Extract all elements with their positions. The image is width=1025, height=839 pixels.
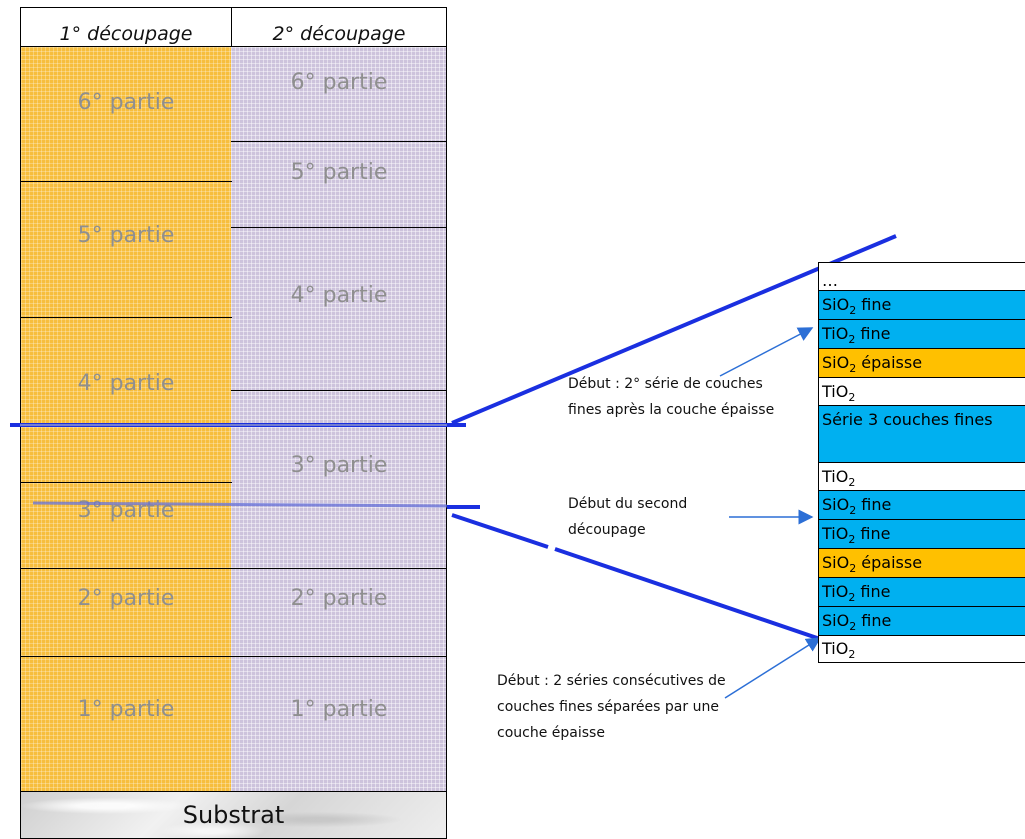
- layer-tio2-fine: TiO2 fine: [819, 520, 1025, 549]
- col1-part-1: 1° partie: [77, 697, 175, 722]
- layer-tio2: TiO2: [819, 378, 1025, 406]
- col2-divider: [231, 656, 447, 657]
- col2-divider: [231, 227, 447, 228]
- col1-part-4: 4° partie: [77, 371, 175, 396]
- layer-tio2-fine: TiO2 fine: [819, 578, 1025, 607]
- col2-part-6: 6° partie: [290, 70, 388, 95]
- col1-divider: [20, 181, 232, 182]
- col2-body: [231, 47, 447, 791]
- col2-header: 2° découpage: [231, 7, 447, 47]
- layer-sio2-fine: SiO2 fine: [819, 607, 1025, 636]
- layer-ellipsis: …: [819, 263, 1025, 291]
- expansion-line-lower-a: [451, 513, 549, 549]
- layer-serie-3-couches: Série 3 couches fines: [819, 406, 1025, 463]
- layer-tio2-fine: TiO2 fine: [819, 320, 1025, 349]
- col1-divider: [20, 482, 232, 483]
- col1-divider: [20, 568, 232, 569]
- col1-part-6: 6° partie: [77, 90, 175, 115]
- cut-line-middle: [32, 501, 448, 508]
- col2-divider: [231, 141, 447, 142]
- layer-tio2: TiO2: [819, 463, 1025, 491]
- arrow-bottom: [724, 637, 822, 699]
- col2-divider: [231, 390, 447, 391]
- substrat-label: Substrat: [182, 801, 285, 829]
- layer-sio2-epaisse: SiO2 épaisse: [819, 349, 1025, 378]
- layer-sio2-fine: SiO2 fine: [819, 491, 1025, 520]
- col2-part-1: 1° partie: [290, 697, 388, 722]
- layer-tio2: TiO2: [819, 636, 1025, 663]
- layer-stack: … SiO2 fine TiO2 fine SiO2 épaisse TiO2 …: [818, 262, 1025, 663]
- col1-header: 1° découpage: [20, 7, 232, 47]
- substrat-block: Substrat: [20, 791, 447, 839]
- col1-part-5: 5° partie: [77, 223, 175, 248]
- annotation-middle: Début du second découpage: [568, 496, 688, 538]
- col2-part-4: 4° partie: [290, 283, 388, 308]
- col1-part-2: 2° partie: [77, 586, 175, 611]
- layer-sio2-epaisse: SiO2 épaisse: [819, 549, 1025, 578]
- arrow-top: [719, 327, 814, 377]
- col2-part-3: 3° partie: [290, 453, 388, 478]
- layer-sio2-fine: SiO2 fine: [819, 291, 1025, 320]
- col1-divider: [20, 317, 232, 318]
- col2-part-2: 2° partie: [290, 586, 388, 611]
- annotation-top: Début : 2° série de couches fines après …: [568, 376, 775, 418]
- col1-divider: [20, 656, 232, 657]
- col2-divider: [231, 568, 447, 569]
- col1-body: [20, 47, 232, 791]
- col2-part-5: 5° partie: [290, 160, 388, 185]
- annotation-bottom: Début : 2 séries consécutives de couches…: [497, 673, 726, 741]
